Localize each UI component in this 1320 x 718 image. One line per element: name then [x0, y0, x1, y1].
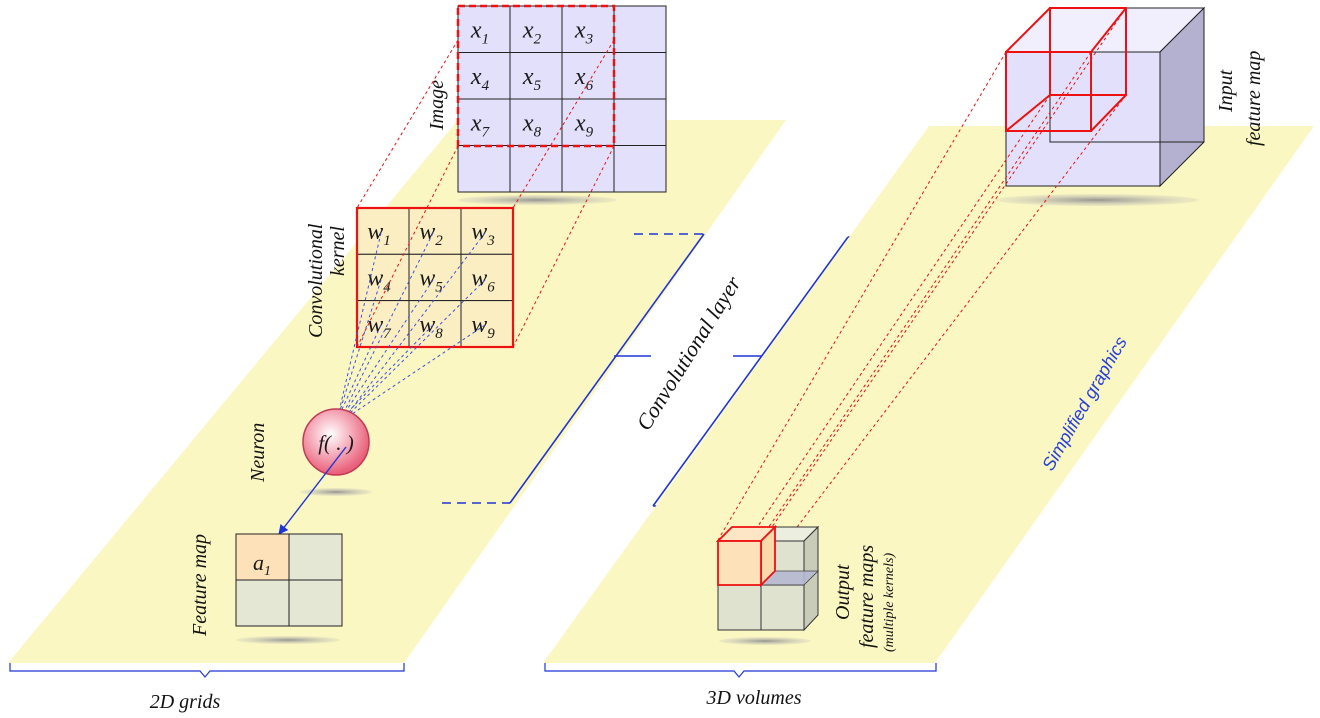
output-label-line2: feature maps — [856, 545, 878, 648]
image-to-kernel-lines — [356, 39, 615, 348]
image-cell-label: x2 — [522, 17, 542, 47]
image-cell-label: x8 — [522, 110, 542, 140]
kernel-cell-label: w5 — [419, 265, 443, 295]
image-cell-label: x4 — [470, 64, 490, 94]
output-feature-maps: Output feature maps (multiple kernels) — [715, 524, 897, 652]
image-cell — [509, 145, 563, 193]
image-cell — [561, 145, 615, 193]
image-cell-label: x1 — [470, 17, 489, 47]
output-label-line1: Output — [832, 564, 854, 620]
kernel-cell — [356, 253, 410, 302]
input-receptive-cube — [1005, 7, 1127, 132]
image-cell — [613, 145, 667, 193]
image-cell-label: x5 — [522, 64, 542, 94]
left-brace-label: 2D grids — [150, 691, 221, 713]
input-to-output-lines — [717, 7, 1127, 561]
image-cell — [613, 52, 667, 100]
image-cell — [613, 5, 667, 53]
neuron-function: f( . ) — [318, 431, 354, 455]
kernel-cell — [460, 253, 514, 302]
kernel-to-neuron-lines — [336, 232, 486, 421]
neuron: f( . ) Neuron — [247, 408, 372, 496]
right-brace-label: 3D volumes — [706, 687, 802, 709]
feature-map-shadow — [236, 636, 340, 644]
image-cell — [457, 145, 511, 193]
kernel-label-line1: Convolutional — [305, 223, 327, 338]
kernel-cell-label: w1 — [367, 219, 391, 249]
kernel-cell — [356, 300, 410, 348]
input-label-line2: feature map — [1243, 51, 1265, 146]
image-cell-label: x7 — [470, 110, 491, 140]
left-plane — [8, 120, 786, 663]
kernel-cell-label: w2 — [419, 219, 443, 249]
input-cube-shadow — [995, 194, 1199, 206]
image-grid: x1 x2 x3 x4 x5 x6 x7 x8 x9 Image — [426, 4, 667, 205]
kernel-cell-label: w3 — [471, 219, 495, 249]
input-cube-front — [1005, 51, 1161, 187]
feature-map-label: Feature map — [189, 534, 211, 637]
output-active-voxel — [715, 524, 778, 588]
feature-cell-4 — [288, 579, 343, 627]
neuron-label: Neuron — [247, 423, 269, 483]
image-cell-label: x3 — [574, 17, 593, 47]
left-layer-bracket — [442, 233, 705, 504]
image-receptive-field — [456, 4, 616, 148]
left-brace — [9, 663, 405, 678]
image-cell-label: x9 — [574, 110, 594, 140]
feature-cell-3 — [235, 579, 290, 627]
right-brace — [544, 663, 937, 678]
feature-cell-a1: a1 — [253, 550, 271, 579]
image-label: Image — [426, 80, 448, 131]
input-label-line1: Input — [1215, 69, 1237, 113]
image-cell — [613, 98, 667, 146]
kernel-label-line2: kernel — [327, 226, 349, 276]
neuron-shadow — [300, 488, 372, 496]
kernel-cell — [460, 207, 514, 255]
feature-cell-2 — [288, 533, 343, 581]
input-feature-map-cube: Input feature map — [995, 6, 1265, 206]
image-shadow — [457, 195, 617, 205]
neuron-circle — [302, 408, 370, 476]
neuron-to-feature-arrow — [278, 446, 347, 535]
kernel-cell — [460, 300, 514, 348]
image-cell — [561, 98, 615, 146]
output-label-line3: (multiple kernels) — [882, 553, 897, 652]
image-cell — [561, 52, 615, 100]
image-cell — [509, 5, 563, 53]
kernel-cell — [408, 253, 462, 302]
kernel-cell-label: w8 — [419, 312, 443, 342]
output-cube-shadow — [719, 637, 811, 645]
kernel-cell-label: w6 — [471, 265, 495, 295]
feature-map-grid: a1 Feature map — [189, 533, 343, 644]
image-cell-label: x6 — [574, 64, 594, 94]
kernel-border — [355, 206, 515, 349]
kernel-cell-label: w9 — [471, 312, 495, 342]
